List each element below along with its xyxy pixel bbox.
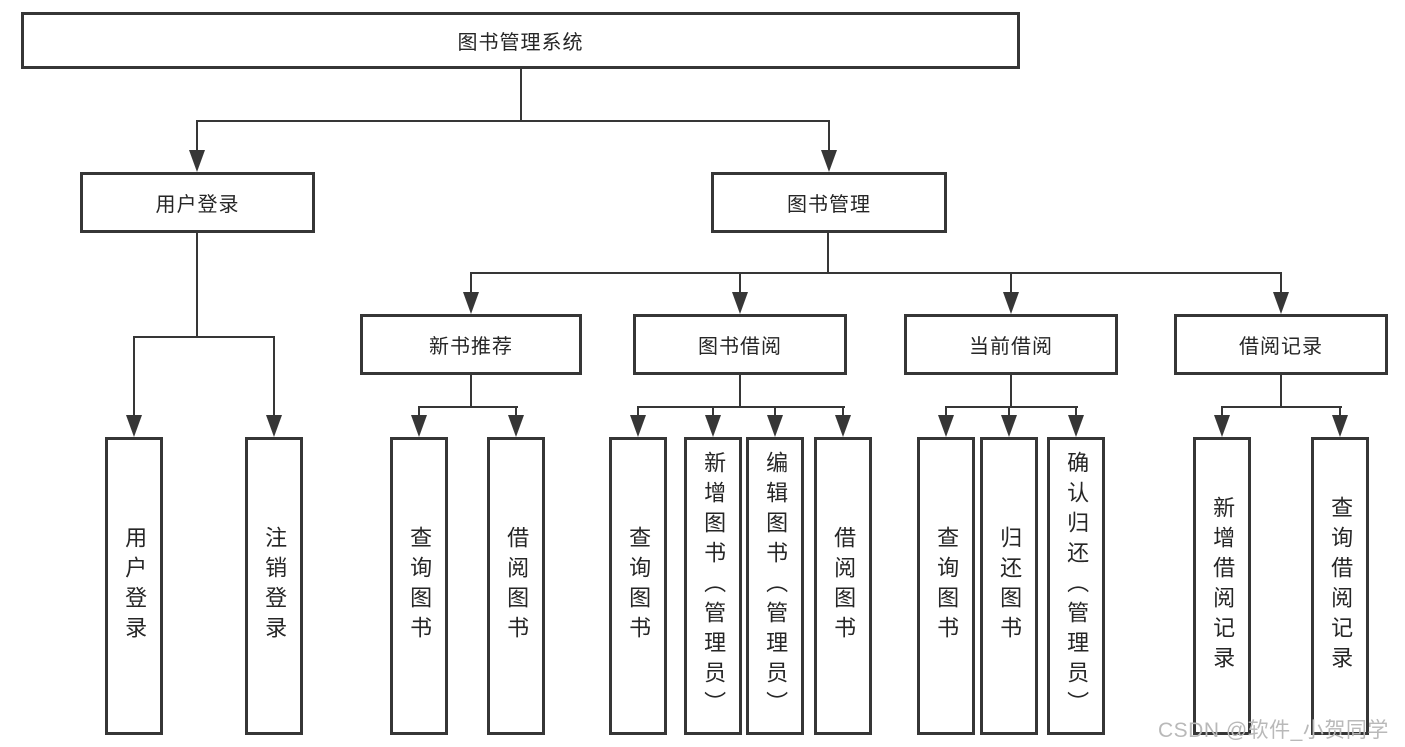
node-label: 编辑图书（管理员） (763, 451, 789, 721)
arrowhead-down (411, 415, 427, 437)
arrowhead-down (705, 415, 721, 437)
node-label: 查询图书 (934, 526, 960, 646)
arrowhead-down (1332, 415, 1348, 437)
connector-line (1221, 406, 1223, 419)
arrowhead-down (189, 150, 205, 172)
node-leaf-edit-books-admin: 编辑图书（管理员） (746, 437, 804, 735)
node-leaf-user-login: 用户登录 (105, 437, 163, 735)
node-current-borrowing: 当前借阅 (904, 314, 1118, 375)
arrowhead-down (1214, 415, 1230, 437)
node-label: 图书管理系统 (457, 32, 584, 54)
connector-line (418, 406, 518, 408)
node-borrowing-records: 借阅记录 (1174, 314, 1388, 375)
connector-line (1339, 406, 1341, 419)
node-label: 用户登录 (155, 194, 240, 216)
node-label: 用户登录 (122, 526, 148, 646)
arrowhead-down (1003, 292, 1019, 314)
node-label: 图书管理 (787, 194, 871, 216)
node-book-borrowing: 图书借阅 (633, 314, 847, 375)
connector-line (196, 120, 830, 122)
connector-line (945, 406, 947, 419)
node-leaf-logout: 注销登录 (245, 437, 303, 735)
connector-line (196, 233, 198, 336)
arrowhead-down (1273, 292, 1289, 314)
node-library-management-system: 图书管理系统 (21, 12, 1020, 69)
connector-line (637, 406, 845, 408)
arrowhead-down (835, 415, 851, 437)
connector-line (1010, 375, 1012, 408)
connector-line (637, 406, 639, 419)
connector-line (1008, 406, 1010, 419)
node-label: 借阅记录 (1239, 336, 1323, 358)
node-label: 借阅图书 (504, 526, 530, 646)
arrowhead-down (1068, 415, 1084, 437)
node-leaf-query-borrow-record: 查询借阅记录 (1311, 437, 1369, 735)
node-leaf-add-borrow-record: 新增借阅记录 (1193, 437, 1251, 735)
connector-line (418, 406, 420, 419)
node-leaf-return-books: 归还图书 (980, 437, 1038, 735)
connector-line (1010, 272, 1012, 296)
connector-line (1221, 406, 1342, 408)
node-label: 新增借阅记录 (1210, 496, 1236, 676)
connector-line (827, 233, 829, 274)
node-leaf-add-books-admin: 新增图书（管理员） (684, 437, 742, 735)
arrowhead-down (630, 415, 646, 437)
connector-line (739, 272, 741, 296)
node-label: 新书推荐 (429, 336, 513, 358)
node-leaf-borrow-books: 借阅图书 (814, 437, 872, 735)
node-leaf-query-books-borrowing: 查询图书 (609, 437, 667, 735)
connector-line (774, 406, 776, 419)
connector-line (712, 406, 714, 419)
arrowhead-down (938, 415, 954, 437)
node-label: 图书借阅 (698, 336, 782, 358)
node-label: 确认归还（管理员） (1064, 451, 1090, 721)
node-label: 查询图书 (407, 526, 433, 646)
connector-line (739, 375, 741, 408)
connector-line (520, 69, 522, 120)
connector-line (470, 272, 1282, 274)
connector-line (133, 336, 275, 338)
node-label: 新增图书（管理员） (701, 451, 727, 721)
node-label: 查询图书 (626, 526, 652, 646)
connector-line (842, 406, 844, 419)
connector-line (273, 336, 275, 418)
connector-line (470, 375, 472, 408)
arrowhead-down (1001, 415, 1017, 437)
connector-line (1075, 406, 1077, 419)
connector-line (945, 406, 1078, 408)
arrowhead-down (508, 415, 524, 437)
arrowhead-down (126, 415, 142, 437)
node-label: 注销登录 (262, 526, 288, 646)
node-label: 归还图书 (997, 526, 1023, 646)
node-leaf-query-books-current: 查询图书 (917, 437, 975, 735)
connector-line (515, 406, 517, 419)
arrowhead-down (767, 415, 783, 437)
csdn-watermark: CSDN @软件_小贺同学 (1158, 719, 1389, 742)
node-label: 借阅图书 (831, 526, 857, 646)
arrowhead-down (266, 415, 282, 437)
arrowhead-down (821, 150, 837, 172)
node-label: 查询借阅记录 (1328, 496, 1354, 676)
connector-line (1280, 375, 1282, 408)
connector-line (828, 120, 830, 154)
arrowhead-down (732, 292, 748, 314)
node-leaf-confirm-return-admin: 确认归还（管理员） (1047, 437, 1105, 735)
node-leaf-query-books-recommend: 查询图书 (390, 437, 448, 735)
node-leaf-borrow-books-recommend: 借阅图书 (487, 437, 545, 735)
node-book-management-branch: 图书管理 (711, 172, 947, 233)
connector-line (470, 272, 472, 296)
node-user-login-branch: 用户登录 (80, 172, 315, 233)
connector-line (1280, 272, 1282, 296)
node-new-book-recommendation: 新书推荐 (360, 314, 582, 375)
arrowhead-down (463, 292, 479, 314)
node-label: 当前借阅 (969, 336, 1053, 358)
connector-line (196, 120, 198, 154)
connector-line (133, 336, 135, 418)
